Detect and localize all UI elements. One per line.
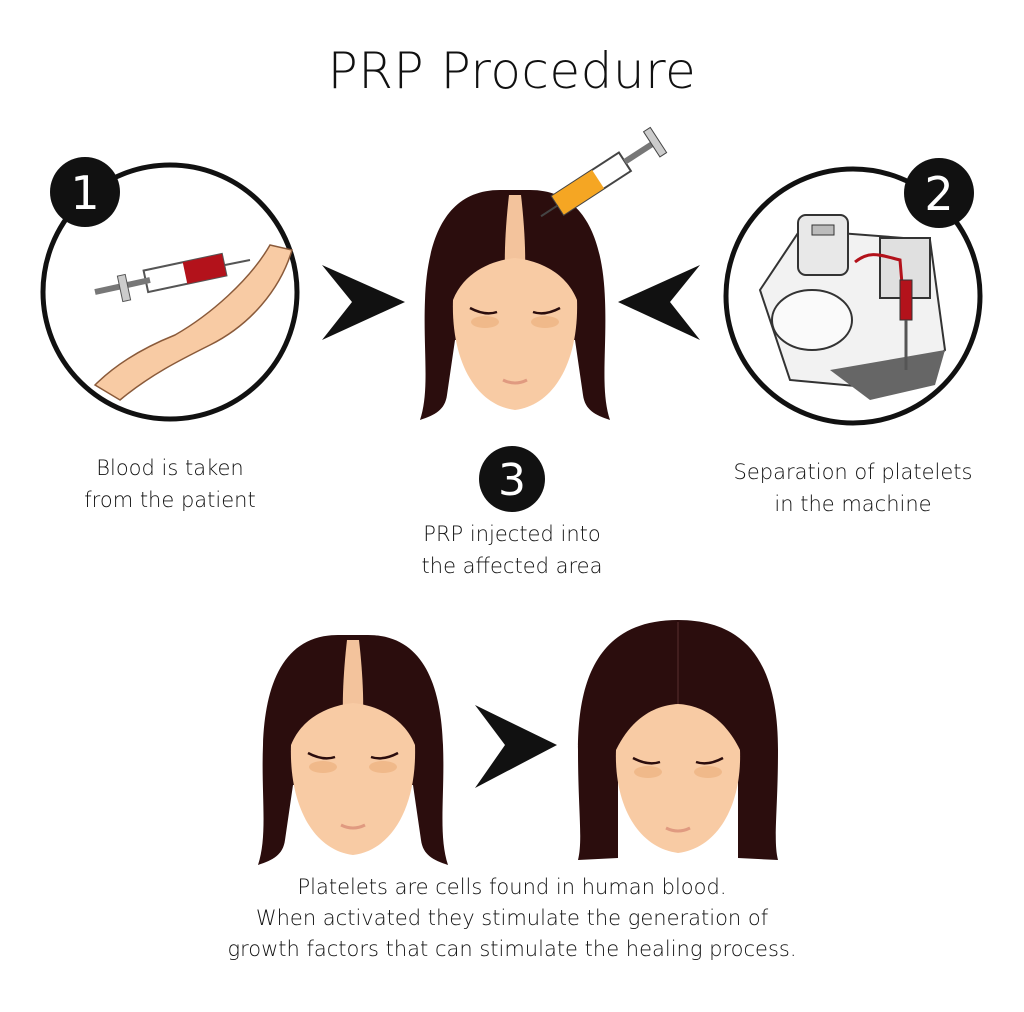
arrow-right-icon xyxy=(322,265,405,340)
step-2-illustration xyxy=(723,166,983,426)
footer-line: When activated they stimulate the genera… xyxy=(255,906,769,930)
before-face-illustration xyxy=(256,633,450,867)
step-1-illustration xyxy=(40,162,300,422)
caption-line: from the patient xyxy=(84,488,256,512)
arrow-left-icon xyxy=(618,265,700,340)
after-face-illustration xyxy=(576,618,780,862)
footer-line: Platelets are cells found in human blood… xyxy=(297,875,727,899)
prp-syringe-icon xyxy=(540,126,668,218)
caption-line: Blood is taken xyxy=(96,456,244,480)
caption-line: the affected area xyxy=(421,554,603,578)
step-1-caption: Blood is taken from the patient xyxy=(10,452,330,516)
step-3-number: 3 xyxy=(498,455,526,506)
caption-line: PRP injected into xyxy=(423,522,601,546)
arrow-right-icon xyxy=(475,705,557,788)
footer-line: growth factors that can stimulate the he… xyxy=(227,937,797,961)
blood-syringe-icon xyxy=(94,252,251,303)
step-2-badge xyxy=(904,158,974,228)
step-2-caption: Separation of platelets in the machine xyxy=(693,456,1013,520)
step-2-number: 2 xyxy=(924,167,953,221)
footer-description: Platelets are cells found in human blood… xyxy=(0,872,1024,965)
center-face-illustration xyxy=(418,188,612,422)
step-3-caption: PRP injected into the affected area xyxy=(352,518,672,582)
step-1-number: 1 xyxy=(70,166,99,220)
caption-line: Separation of platelets xyxy=(733,460,973,484)
step-3-badge xyxy=(479,446,545,512)
caption-line: in the machine xyxy=(774,492,932,516)
centrifuge-machine-icon xyxy=(758,214,947,400)
page-title: PRP Procedure xyxy=(327,42,697,100)
step-1-badge xyxy=(50,157,120,227)
